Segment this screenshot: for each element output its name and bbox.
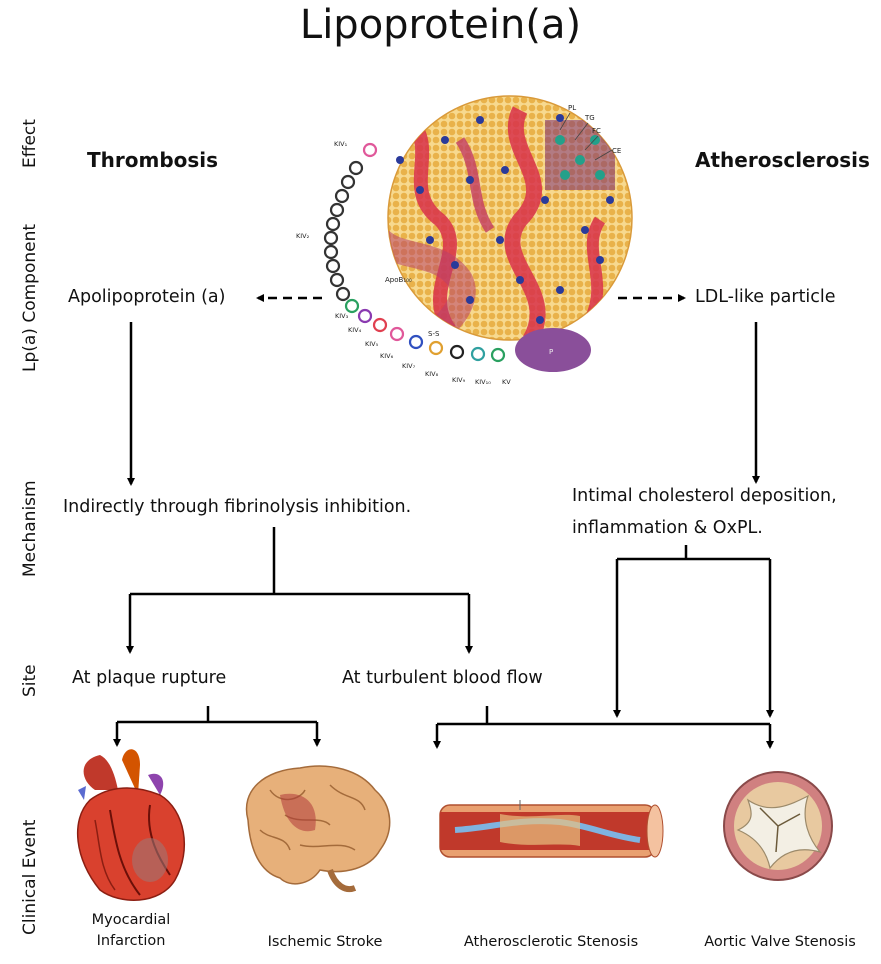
- kv-label: KV: [502, 378, 511, 386]
- tg-label: TG: [584, 114, 595, 122]
- component-apolipoprotein-a: Apolipoprotein (a): [68, 287, 226, 307]
- apob-label: ApoB₁₀₀: [385, 276, 412, 284]
- kiv8-label: KIV₈: [425, 370, 439, 378]
- ce-label: CE: [612, 147, 621, 155]
- event-ischemic-stroke: Ischemic Stroke: [267, 934, 383, 950]
- mechanism-cholesterol-line1: Intimal cholesterol deposition,: [572, 486, 837, 506]
- site-turbulent-flow: At turbulent blood flow: [342, 668, 543, 688]
- mechanism-fibrinolysis: Indirectly through fibrinolysis inhibiti…: [63, 497, 412, 517]
- mechanism-cholesterol-line2: inflammation & OxPL.: [572, 518, 763, 538]
- kringle-chain: [323, 142, 506, 363]
- kiv2-label: KIV₂: [296, 232, 310, 240]
- kiv1-label: KIV₁: [334, 140, 348, 148]
- kiv10-label: KIV₁₀: [475, 378, 491, 386]
- effect-atherosclerosis: Atherosclerosis: [695, 148, 870, 172]
- ss-label: S-S: [428, 330, 440, 338]
- component-ldl-like-particle: LDL-like particle: [695, 287, 836, 307]
- event-atherosclerotic-stenosis: Atherosclerotic Stenosis: [463, 934, 639, 950]
- aortic-valve-illustration: [723, 771, 833, 881]
- apob-ribbon: [388, 106, 615, 340]
- p-label: P: [549, 348, 553, 356]
- kiv5-label: KIV₅: [365, 340, 379, 348]
- event-myocardial-infarction: Myocardial Infarction: [76, 910, 186, 952]
- protease-domain: [515, 328, 591, 372]
- kiv3-label: KIV₃: [335, 312, 349, 320]
- fc-label: FC: [592, 127, 601, 135]
- pl-label: PL: [568, 104, 576, 112]
- apolipoprotein-dots: [396, 114, 614, 324]
- artery-illustration: [439, 800, 664, 858]
- kiv9-label: KIV₉: [452, 376, 466, 384]
- event-mi-line1: Myocardial: [91, 912, 171, 928]
- event-mi-line2: Infarction: [96, 933, 166, 949]
- kiv6-label: KIV₆: [380, 352, 394, 360]
- site-plaque-rupture: At plaque rupture: [72, 668, 227, 688]
- heart-illustration: [77, 749, 186, 901]
- diagram-title: Lipoprotein(a): [299, 2, 582, 48]
- event-aortic-valve-stenosis: Aortic Valve Stenosis: [704, 934, 856, 950]
- kiv7-label: KIV₇: [402, 362, 416, 370]
- effect-thrombosis: Thrombosis: [87, 148, 219, 172]
- kiv4-label: KIV₄: [348, 326, 362, 334]
- brain-illustration: [245, 765, 391, 892]
